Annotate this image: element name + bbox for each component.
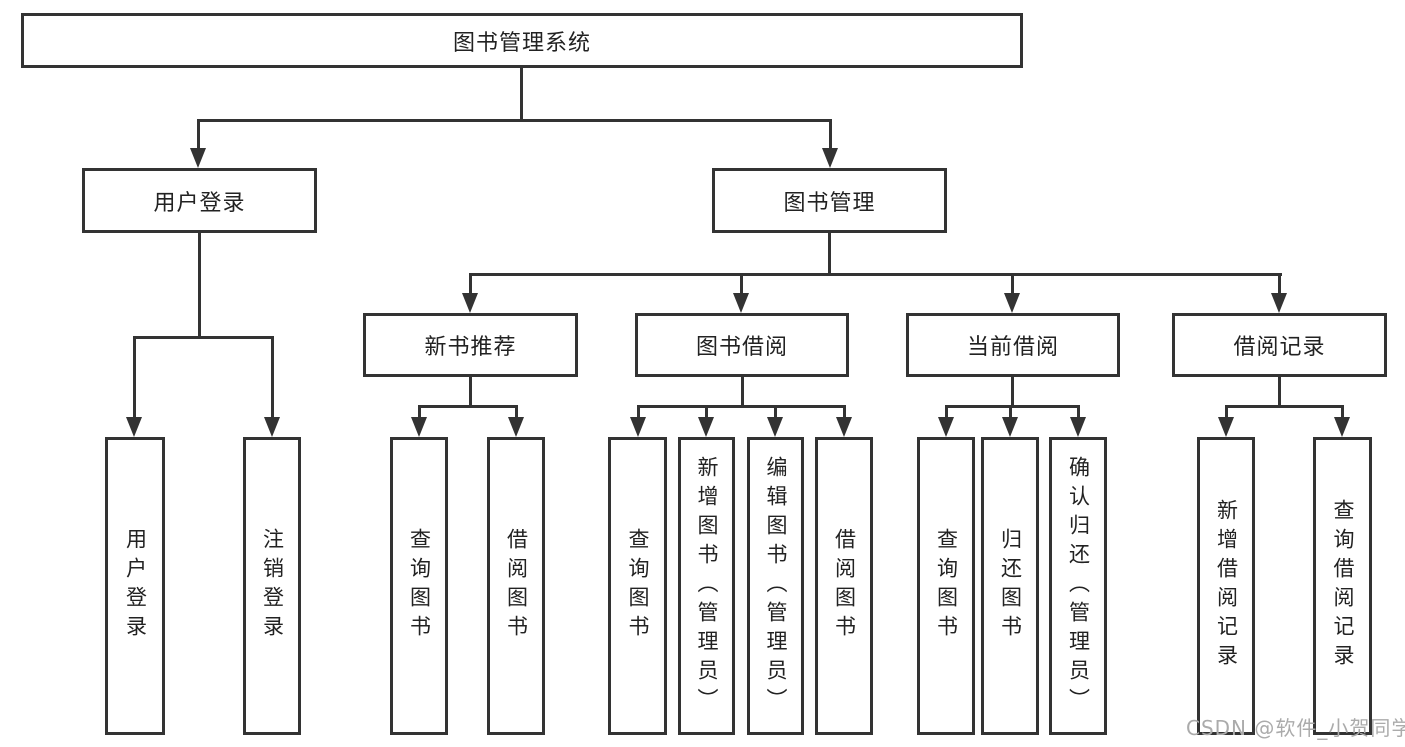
connector-level2-hline — [469, 273, 1282, 276]
connector-nbr-hline — [418, 405, 518, 408]
connector-drop-nbr-query — [418, 405, 421, 419]
connector-drop-book-borrow — [740, 273, 743, 295]
node-leaf-cb-query-book: 查询图书 — [917, 437, 975, 735]
connector-br-stem — [1278, 377, 1281, 407]
node-leaf-cb-return-book: 归还图书 — [981, 437, 1039, 735]
arrowhead-nbr-query — [411, 417, 427, 437]
csdn-watermark: CSDN @软件_小贺同学 — [1186, 716, 1405, 740]
node-user-login-label: 用户登录 — [153, 190, 246, 216]
arrowhead-leaf-user-login — [126, 417, 142, 437]
connector-br-hline — [1225, 405, 1344, 408]
arrowhead-bb-borrow — [836, 417, 852, 437]
connector-nbr-stem — [469, 377, 472, 407]
node-leaf-nbr-borrow-book-label: 借阅图书 — [504, 528, 529, 644]
node-new-book-recommend: 新书推荐 — [363, 313, 578, 377]
connector-drop-cb-query — [945, 405, 948, 419]
connector-drop-bb-borrow — [843, 405, 846, 419]
node-leaf-nbr-query-book-label: 查询图书 — [407, 528, 432, 644]
connector-drop-cb-confirm — [1077, 405, 1080, 419]
node-leaf-user-login-label: 用户登录 — [123, 528, 148, 644]
node-leaf-bb-query-book: 查询图书 — [608, 437, 667, 735]
node-leaf-bb-borrow-book: 借阅图书 — [815, 437, 873, 735]
node-book-borrow-label: 图书借阅 — [695, 335, 788, 360]
node-root: 图书管理系统 — [21, 13, 1023, 68]
connector-drop-leaf-logout — [271, 336, 274, 419]
node-leaf-bb-borrow-book-label: 借阅图书 — [832, 528, 857, 644]
connector-cb-stem — [1011, 377, 1014, 407]
connector-user-login-hline — [133, 336, 274, 339]
node-book-management: 图书管理 — [712, 168, 947, 233]
connector-drop-borrow-record — [1278, 273, 1281, 295]
arrowhead-nbr-borrow — [508, 417, 524, 437]
arrowhead-book-borrow — [733, 293, 749, 313]
arrowhead-borrow-record — [1271, 293, 1287, 313]
connector-drop-bb-add — [705, 405, 708, 419]
connector-drop-user-login — [197, 119, 200, 150]
node-leaf-nbr-borrow-book: 借阅图书 — [487, 437, 545, 735]
arrowhead-user-login — [190, 148, 206, 168]
node-leaf-br-query-record: 查询借阅记录 — [1313, 437, 1372, 735]
node-leaf-cb-query-book-label: 查询图书 — [934, 528, 959, 644]
node-current-borrow: 当前借阅 — [906, 313, 1120, 377]
arrowhead-bb-edit — [767, 417, 783, 437]
node-book-management-label: 图书管理 — [783, 190, 876, 216]
connector-book-management-stem — [828, 233, 831, 275]
connector-drop-bb-edit — [774, 405, 777, 419]
node-leaf-cb-confirm-return-admin: 确认归还（管理员） — [1049, 437, 1107, 735]
connector-drop-bb-query — [637, 405, 640, 419]
node-leaf-logout-label: 注销登录 — [260, 528, 285, 644]
node-leaf-nbr-query-book: 查询图书 — [390, 437, 448, 735]
node-borrow-record-label: 借阅记录 — [1233, 335, 1326, 360]
node-current-borrow-label: 当前借阅 — [966, 335, 1059, 360]
connector-root-stem — [520, 68, 523, 119]
connector-drop-br-add — [1225, 405, 1228, 419]
arrowhead-br-add — [1218, 417, 1234, 437]
arrowhead-bb-query — [630, 417, 646, 437]
node-leaf-br-query-record-label: 查询借阅记录 — [1331, 499, 1355, 673]
node-new-book-recommend-label: 新书推荐 — [424, 335, 517, 360]
arrowhead-br-query — [1334, 417, 1350, 437]
arrowhead-leaf-logout — [264, 417, 280, 437]
connector-drop-br-query — [1341, 405, 1344, 419]
node-leaf-bb-edit-book-admin: 编辑图书（管理员） — [747, 437, 804, 735]
connector-drop-new-book-recommend — [469, 273, 472, 295]
connector-user-login-stem — [198, 233, 201, 337]
arrowhead-current-borrow — [1004, 293, 1020, 313]
node-leaf-br-add-record: 新增借阅记录 — [1197, 437, 1255, 735]
node-root-label: 图书管理系统 — [452, 30, 591, 56]
connector-drop-nbr-borrow — [515, 405, 518, 419]
node-leaf-user-login: 用户登录 — [105, 437, 165, 735]
node-book-borrow: 图书借阅 — [635, 313, 849, 377]
connector-drop-book-management — [829, 119, 832, 150]
arrowhead-cb-confirm — [1070, 417, 1086, 437]
arrowhead-cb-return — [1002, 417, 1018, 437]
node-leaf-bb-add-book-admin: 新增图书（管理员） — [678, 437, 735, 735]
connector-drop-cb-return — [1009, 405, 1012, 419]
node-leaf-bb-edit-book-admin-label: 编辑图书（管理员） — [764, 455, 788, 717]
node-leaf-cb-confirm-return-admin-label: 确认归还（管理员） — [1066, 455, 1091, 717]
connector-level1-hline — [197, 119, 832, 122]
connector-drop-current-borrow — [1011, 273, 1014, 295]
arrowhead-cb-query — [938, 417, 954, 437]
arrowhead-new-book-recommend — [462, 293, 478, 313]
node-leaf-br-add-record-label: 新增借阅记录 — [1214, 499, 1239, 673]
node-user-login: 用户登录 — [82, 168, 317, 233]
arrowhead-bb-add — [698, 417, 714, 437]
arrowhead-book-management — [822, 148, 838, 168]
node-leaf-bb-query-book-label: 查询图书 — [626, 528, 650, 644]
node-borrow-record: 借阅记录 — [1172, 313, 1387, 377]
connector-bb-stem — [741, 377, 744, 407]
connector-cb-hline — [945, 405, 1080, 408]
connector-drop-leaf-user-login — [133, 336, 136, 419]
node-leaf-cb-return-book-label: 归还图书 — [998, 528, 1023, 644]
node-leaf-bb-add-book-admin-label: 新增图书（管理员） — [695, 455, 719, 717]
node-leaf-logout: 注销登录 — [243, 437, 301, 735]
connector-bb-hline — [637, 405, 846, 408]
